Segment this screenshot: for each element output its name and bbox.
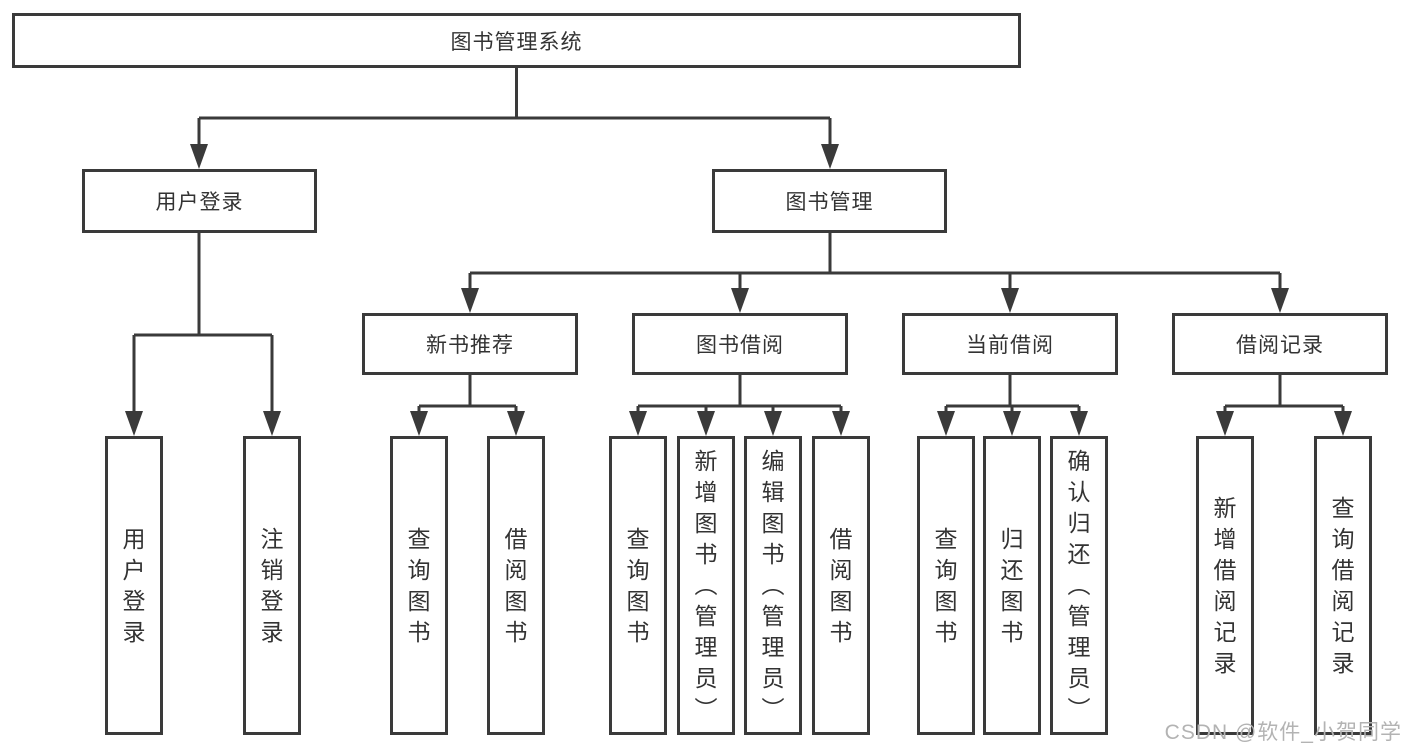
node-label: 图书管理系统 [450,30,583,54]
node-user-login: 用户登录 [82,169,317,233]
arrowhead [832,411,850,436]
arrowhead [461,288,479,313]
node-label: 借阅图书 [504,525,528,645]
node-edit-book-admin: 编辑图书︵管理员︶ [744,436,802,735]
connector-borrow-records-to-leaves [1223,375,1345,421]
node-label: 注销登录 [260,525,284,645]
node-new-book-recommend: 新书推荐 [362,313,578,375]
arrowhead [1271,288,1289,313]
connector-user-login-to-leaves [132,233,274,421]
arrowhead [1070,411,1088,436]
node-query-books-borrow: 查询图书 [609,436,667,735]
node-library-management-system: 图书管理系统 [12,13,1021,68]
node-add-book-admin: 新增图书︵管理员︶ [677,436,735,735]
node-label: 查询图书 [934,525,958,645]
node-borrow-books-borrow: 借阅图书 [812,436,870,735]
node-confirm-return-admin: 确认归还︵管理员︶ [1050,436,1108,735]
node-label: 借阅图书 [829,525,853,645]
node-user-login-leaf: 用户登录 [105,436,163,735]
arrowhead [263,411,281,436]
arrowhead [697,411,715,436]
arrowhead [764,411,782,436]
node-add-borrow-record: 新增借阅记录 [1196,436,1254,735]
arrowhead [190,144,208,169]
node-current-borrow: 当前借阅 [902,313,1118,375]
node-label: 查询借阅记录 [1331,494,1355,676]
node-label: 查询图书 [407,525,431,645]
node-label: 编辑图书︵管理员︶ [761,448,785,722]
node-borrow-records: 借阅记录 [1172,313,1388,375]
node-label: 用户登录 [122,525,146,645]
watermark: CSDN @软件_小贺同学 [1164,721,1402,744]
node-label: 图书管理 [785,191,874,214]
node-label: 新书推荐 [426,334,514,357]
arrowhead [507,411,525,436]
node-label: 借阅记录 [1236,334,1324,357]
node-label: 当前借阅 [966,334,1054,357]
node-label: 新增借阅记录 [1213,494,1237,676]
arrowhead [410,411,428,436]
arrowhead [125,411,143,436]
arrowhead [1334,411,1352,436]
node-logout: 注销登录 [243,436,301,735]
node-query-borrow-record: 查询借阅记录 [1314,436,1372,735]
node-book-borrow: 图书借阅 [632,313,848,375]
arrowhead [821,144,839,169]
arrowheads [125,144,1352,436]
arrowhead [937,411,955,436]
arrowhead [1003,411,1021,436]
connector-book-management-to-level3 [468,233,1282,298]
arrowhead [1001,288,1019,313]
arrowhead [629,411,647,436]
node-label: 新增图书︵管理员︶ [694,448,718,722]
node-label: 查询图书 [626,525,650,645]
connector-book-borrow-to-leaves [636,375,843,421]
node-query-books-recommend: 查询图书 [390,436,448,735]
node-book-management: 图书管理 [712,169,947,233]
node-label: 确认归还︵管理员︶ [1067,448,1091,722]
node-label: 归还图书 [1000,525,1024,645]
node-label: 图书借阅 [696,334,784,357]
node-borrow-books-recommend: 借阅图书 [487,436,545,735]
connector-root-to-level2 [197,68,832,154]
node-label: 用户登录 [155,191,244,214]
node-query-books-current: 查询图书 [917,436,975,735]
arrowhead [1216,411,1234,436]
node-return-books: 归还图书 [983,436,1041,735]
connector-new-book-recommend-to-leaves [417,375,518,421]
arrowhead [731,288,749,313]
